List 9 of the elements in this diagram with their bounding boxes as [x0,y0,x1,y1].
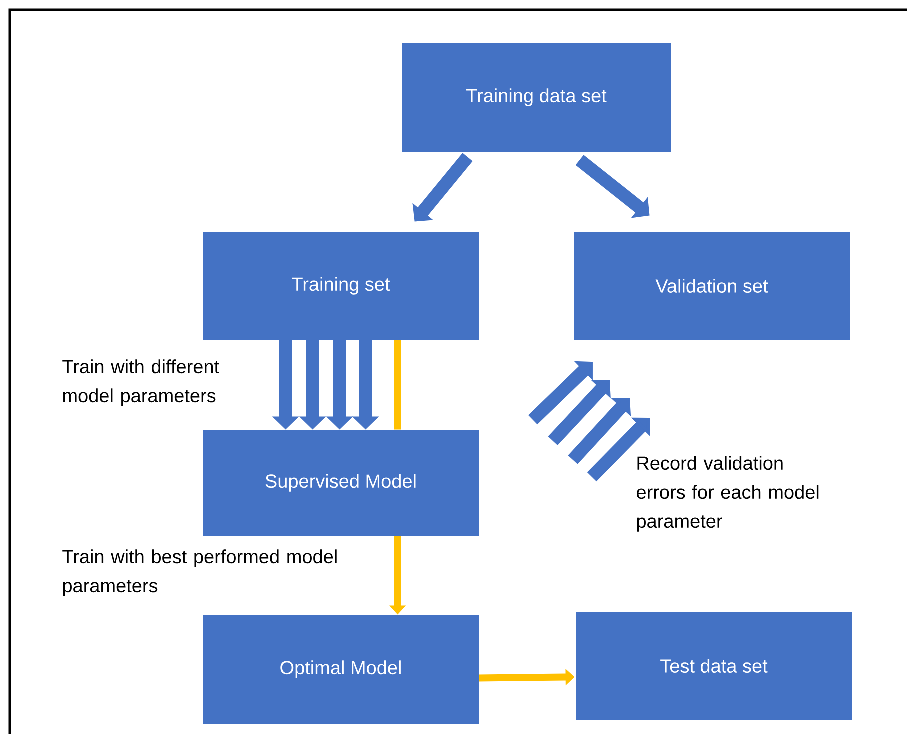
annotation-text: Train with different model parameters [62,360,220,406]
annotation-text: Train with best performed model parameters [62,550,337,596]
annotation-text: Record validation errors for each model parameter [637,456,819,532]
process-box: Optimal Model [203,615,479,724]
process-box: Validation set [574,232,850,340]
process-box: Test data set [576,612,852,720]
process-box: Supervised Model [203,430,479,536]
process-box: Training set [203,232,479,340]
process-box: Training data set [402,43,671,152]
